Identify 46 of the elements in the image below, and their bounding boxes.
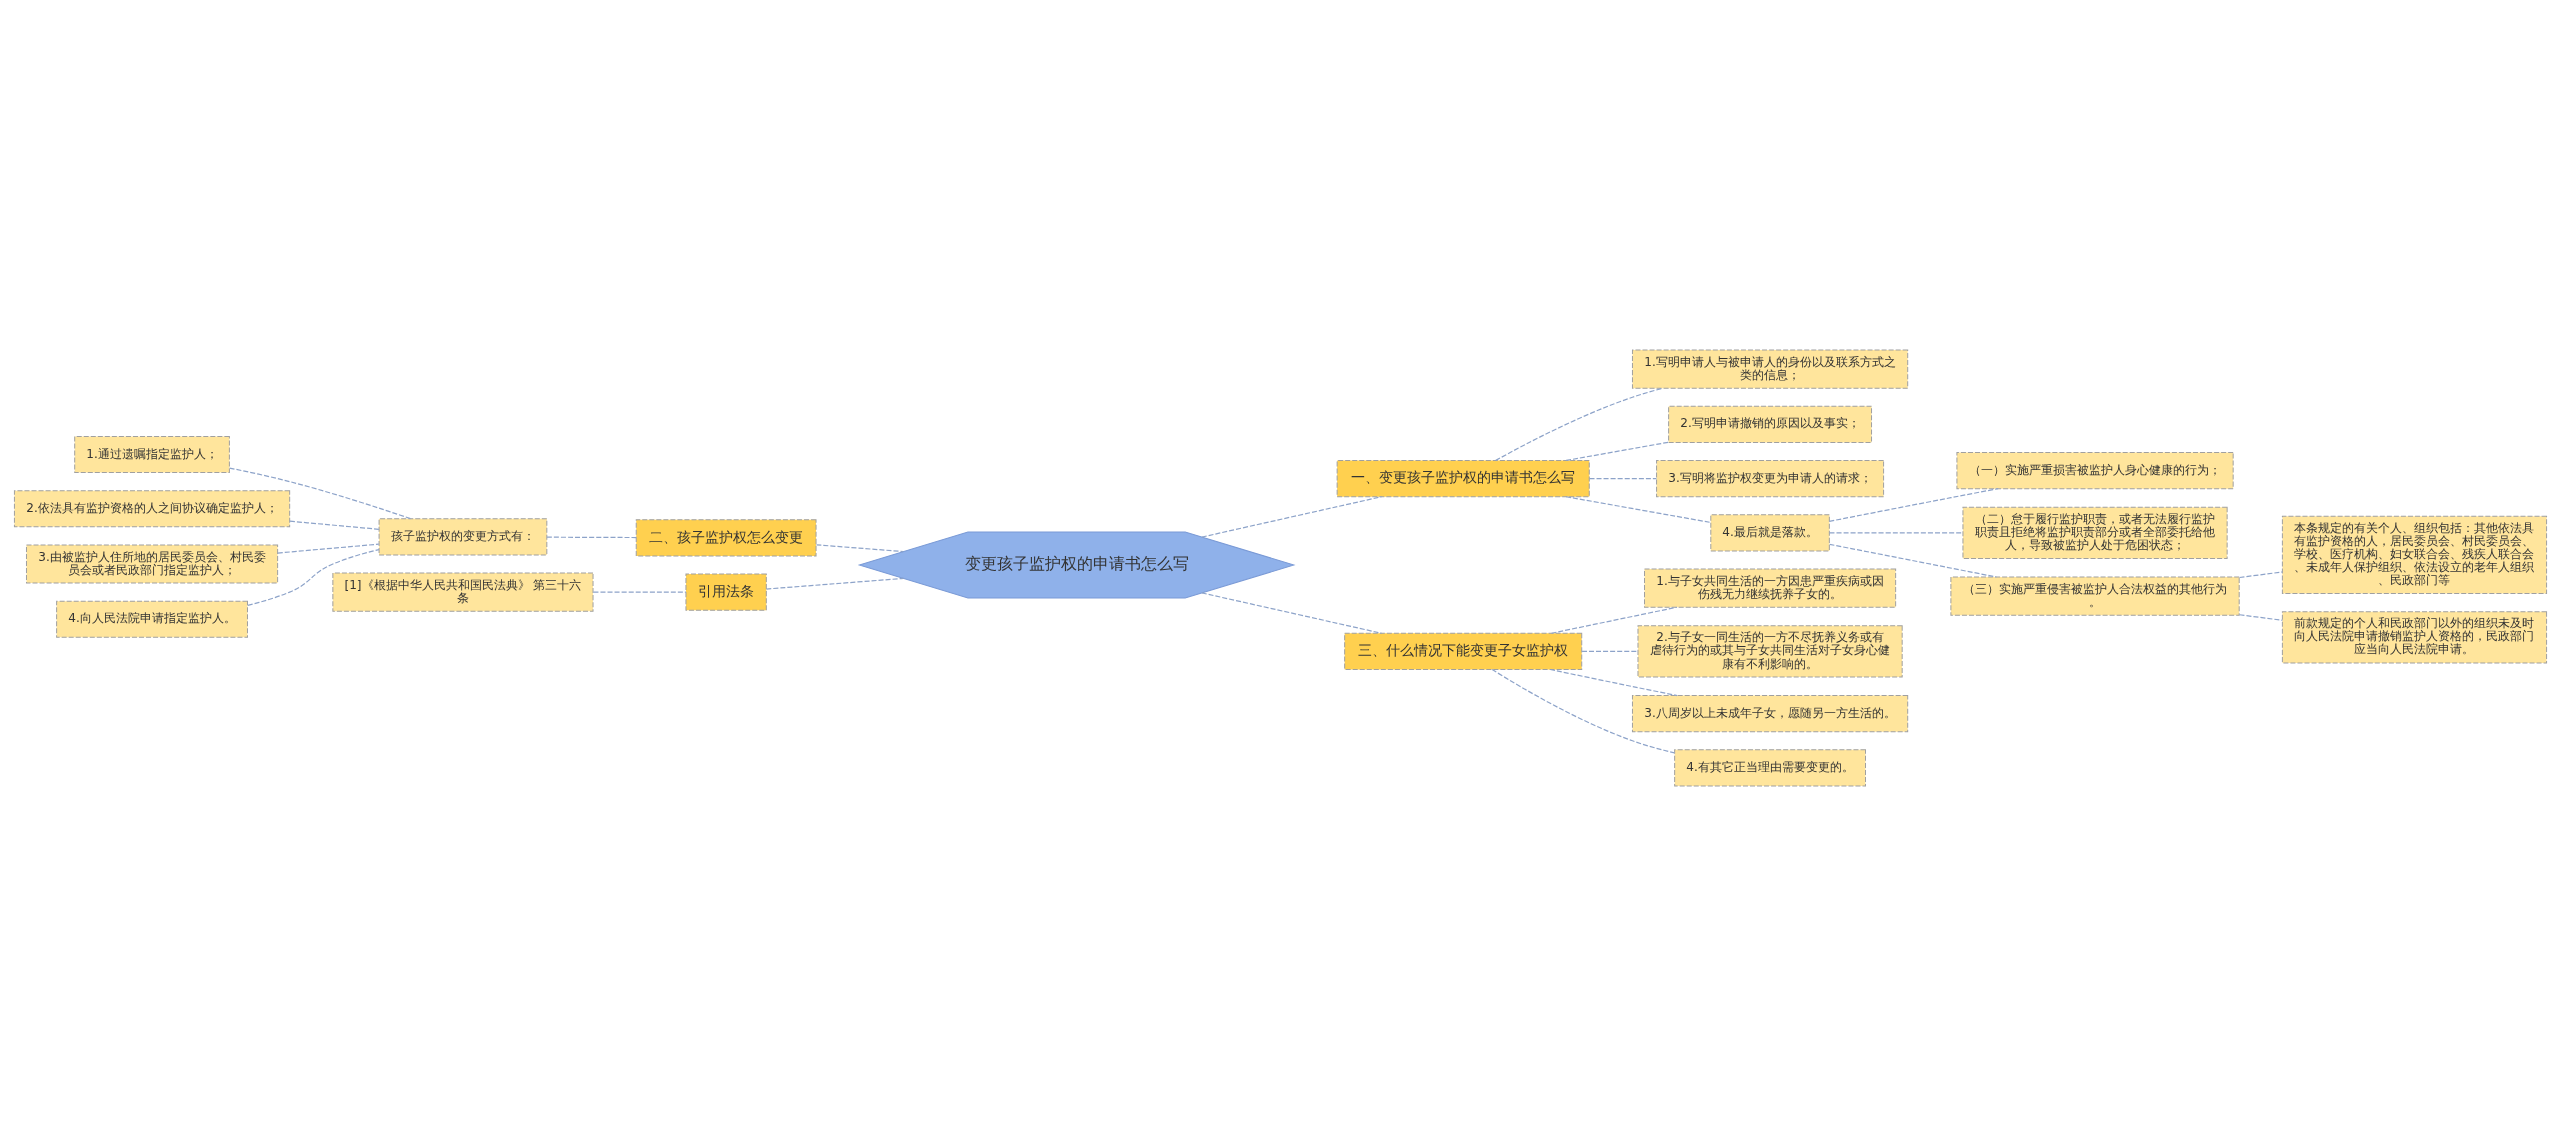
node-box: 3.写明将监护权变更为申请人的请求； [1655,460,1884,498]
node-box: 2.写明申请撤销的原因以及事实； [1667,405,1872,443]
node-box: 一、变更孩子监护权的申请书怎么写 [1336,460,1590,498]
node-box: 前款规定的个人和民政部门以外的组织未及时向人民法院申请撤销监护人资格的，民政部门应当向人民法院申请。 [2281,611,2547,664]
connector [1494,387,1663,461]
node-box: 1.与子女共同生活的一方因患严重疾病或因伤残无力继续抚养子女的。 [1643,568,1896,608]
connector [592,591,686,593]
connector [1549,668,1678,697]
connector [288,520,379,530]
connector [2238,571,2283,579]
connector [1565,496,1711,524]
connector [1828,532,1963,534]
node-box: 1.写明申请人与被申请人的身份以及联系方式之类的信息； [1631,349,1908,389]
connector [246,548,380,606]
node-box: 1.通过遗嘱指定监护人； [73,435,230,474]
node-box: 三、什么情况下能变更子女监护权 [1343,632,1582,670]
node-box: 二、孩子监护权怎么变更 [635,519,817,557]
connector [1565,441,1669,462]
connector [1828,543,1997,578]
node-box: 2.与子女一同生活的一方不尽抚养义务或有虐待行为的或其与子女共同生活对子女身心健康有不利影响的。 [1637,625,1903,678]
node-box: [1]《根据中华人民共和国民法典》 第三十六条 [331,572,594,612]
connector [1200,592,1382,634]
connector [1491,668,1675,754]
node-box: 3.由被监护人住所地的居民委员会、村民委员会或者民政部门指定监护人； [25,544,278,584]
node-box: 4.最后就是落款。 [1709,514,1830,552]
node-box: 孩子监护权的变更方式有： [378,518,547,556]
node-box: 4.向人民法院申请指定监护人。 [55,600,248,638]
node-box: （三）实施严重侵害被监护人合法权益的其他行为。 [1949,576,2240,616]
connector [276,543,379,554]
connector [815,544,904,553]
connector [1200,496,1382,538]
connector [2238,614,2283,621]
connector [545,536,637,539]
connector [1588,478,1657,480]
node-box: 2.依法具有监护资格的人之间协议确定监护人； [13,490,290,528]
node-box: 本条规定的有关个人、组织包括：其他依法具有监护资格的人，居民委员会、村民委员会、学校、医疗机构、妇女联合会、残疾人联合会、未成年人保护组织、依法设立的老年人组织、民政部门等 [2281,515,2547,595]
connector [1580,650,1638,652]
connector [1550,606,1678,634]
node-box: （二）怠于履行监护职责，或者无法履行监护职责且拒绝将监护职责部分或者全部委托给他人，导致被监护人处于危困状态； [1961,506,2228,559]
node-box: （一）实施严重损害被监护人身心健康的行为； [1955,452,2234,490]
connector [1828,488,1999,522]
connector [228,467,411,520]
node-box: 引用法条 [684,573,767,611]
node-box: 3.八周岁以上未成年子女，愿随另一方生活的。 [1631,695,1908,733]
connector [765,577,904,590]
node-box: 4.有其它正当理由需要变更的。 [1673,749,1866,787]
